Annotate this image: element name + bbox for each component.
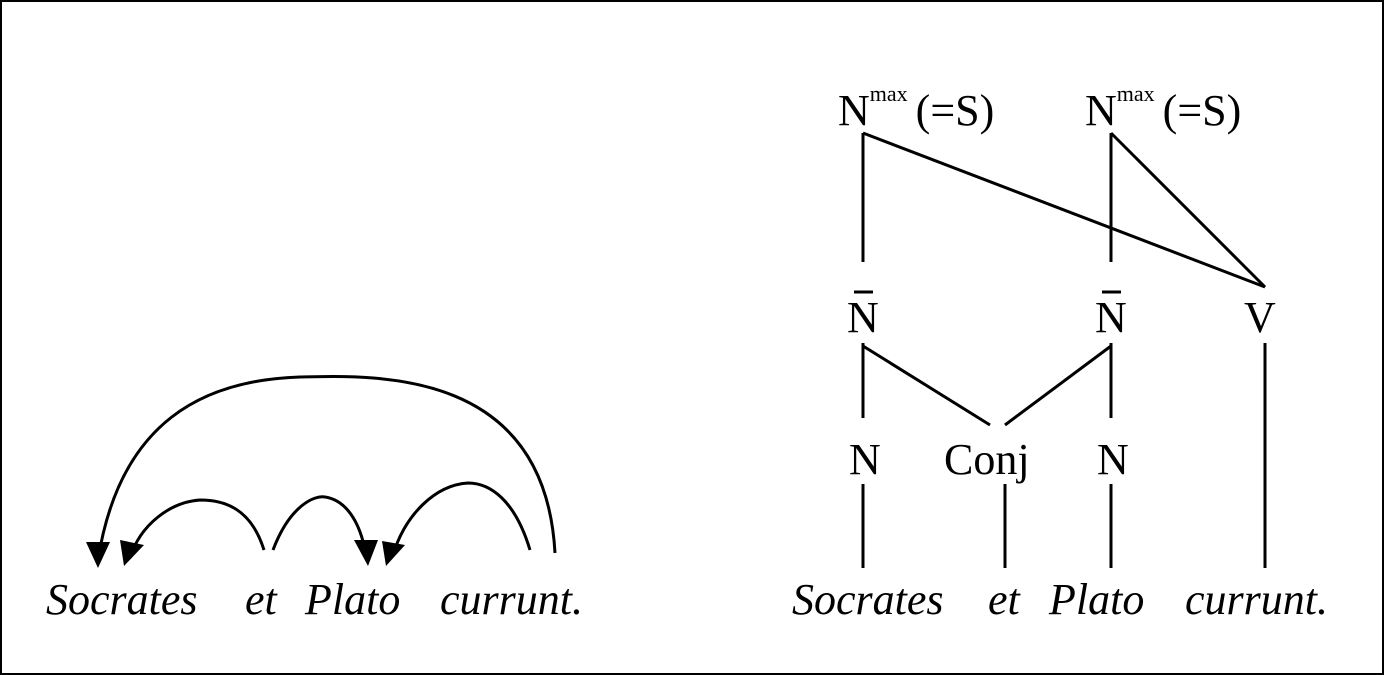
right-word-plato: Plato xyxy=(1048,575,1144,624)
right-word-currunt: currunt. xyxy=(1185,575,1328,624)
edge-nbar1-conj xyxy=(862,344,991,427)
root-label-1: Nmax(=S) xyxy=(838,81,994,135)
arc-et-to-plato xyxy=(271,495,368,556)
arc-currunt-to-socrates xyxy=(96,375,557,561)
conj-label: Conj xyxy=(944,435,1030,484)
left-word-plato: Plato xyxy=(304,575,400,624)
dependency-diagram: Socrates et Plato currunt. xyxy=(46,375,583,624)
v-label: V xyxy=(1244,293,1276,342)
arc-currunt-to-plato xyxy=(391,481,532,556)
right-word-et: et xyxy=(988,575,1022,624)
arrowhead-plato-left xyxy=(354,540,378,566)
edge-nbar2-conj xyxy=(1004,344,1112,427)
edge-root2-v xyxy=(1109,131,1267,289)
arrowhead-socrates-outer xyxy=(86,542,110,568)
left-word-socrates: Socrates xyxy=(46,575,198,624)
arrowhead-plato-right xyxy=(382,541,405,566)
arrowhead-socrates-inner xyxy=(120,540,144,566)
n-label-2: N xyxy=(1097,435,1129,484)
root-label-2: Nmax(=S) xyxy=(1085,81,1241,135)
left-word-et: et xyxy=(245,575,279,624)
nbar-label-1: N xyxy=(847,293,879,342)
nbar-label-2: N xyxy=(1095,293,1127,342)
edge-root1-v xyxy=(862,131,1266,289)
arc-et-to-socrates xyxy=(128,498,266,559)
left-word-currunt: currunt. xyxy=(440,575,583,624)
n-label-1: N xyxy=(849,435,881,484)
phrase-structure-tree xyxy=(854,131,1267,568)
right-word-socrates: Socrates xyxy=(792,575,944,624)
